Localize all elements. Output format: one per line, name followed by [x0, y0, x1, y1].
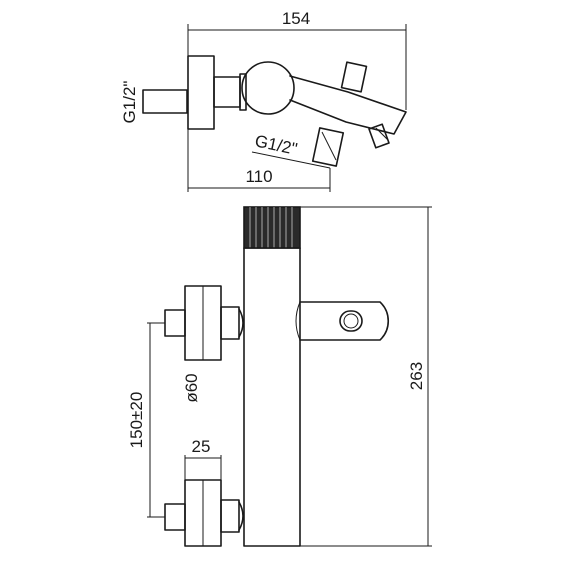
dimension-150: 150±20 — [127, 322, 165, 518]
lower-connector — [164, 479, 244, 547]
outlet-thread-label: G1/2" — [253, 131, 299, 159]
dimension-diameter-60: ø60 — [182, 373, 201, 402]
dimension-25: 25 — [184, 437, 222, 480]
top-view: 154 G1/2" G1/2" — [120, 9, 407, 192]
dimension-263: 263 — [246, 206, 432, 547]
diverter-knob-top — [340, 61, 368, 93]
dimension-154: 154 — [187, 9, 407, 110]
dimension-110-label: 110 — [245, 167, 272, 186]
dimension-263-label: 263 — [407, 362, 426, 390]
front-view: 263 — [127, 206, 432, 547]
shower-outlet — [251, 127, 345, 169]
diverter-knob-front — [339, 310, 363, 332]
upper-connector — [164, 285, 244, 361]
dimension-154-label: 154 — [282, 9, 310, 28]
dimension-25-label: 25 — [192, 437, 211, 456]
inlet-thread-label: G1/2" — [120, 81, 139, 124]
mixer-body-front — [243, 247, 301, 547]
thermostatic-handle — [243, 206, 301, 249]
inlet-connector — [142, 55, 247, 130]
dimension-150-label: 150±20 — [127, 392, 146, 449]
spout-tip — [368, 123, 390, 149]
diameter-60-label: ø60 — [182, 373, 201, 402]
dimension-110: 110 — [187, 129, 331, 192]
spout-front — [295, 301, 389, 341]
spout-top — [289, 75, 407, 135]
mixer-body-top — [241, 61, 295, 115]
